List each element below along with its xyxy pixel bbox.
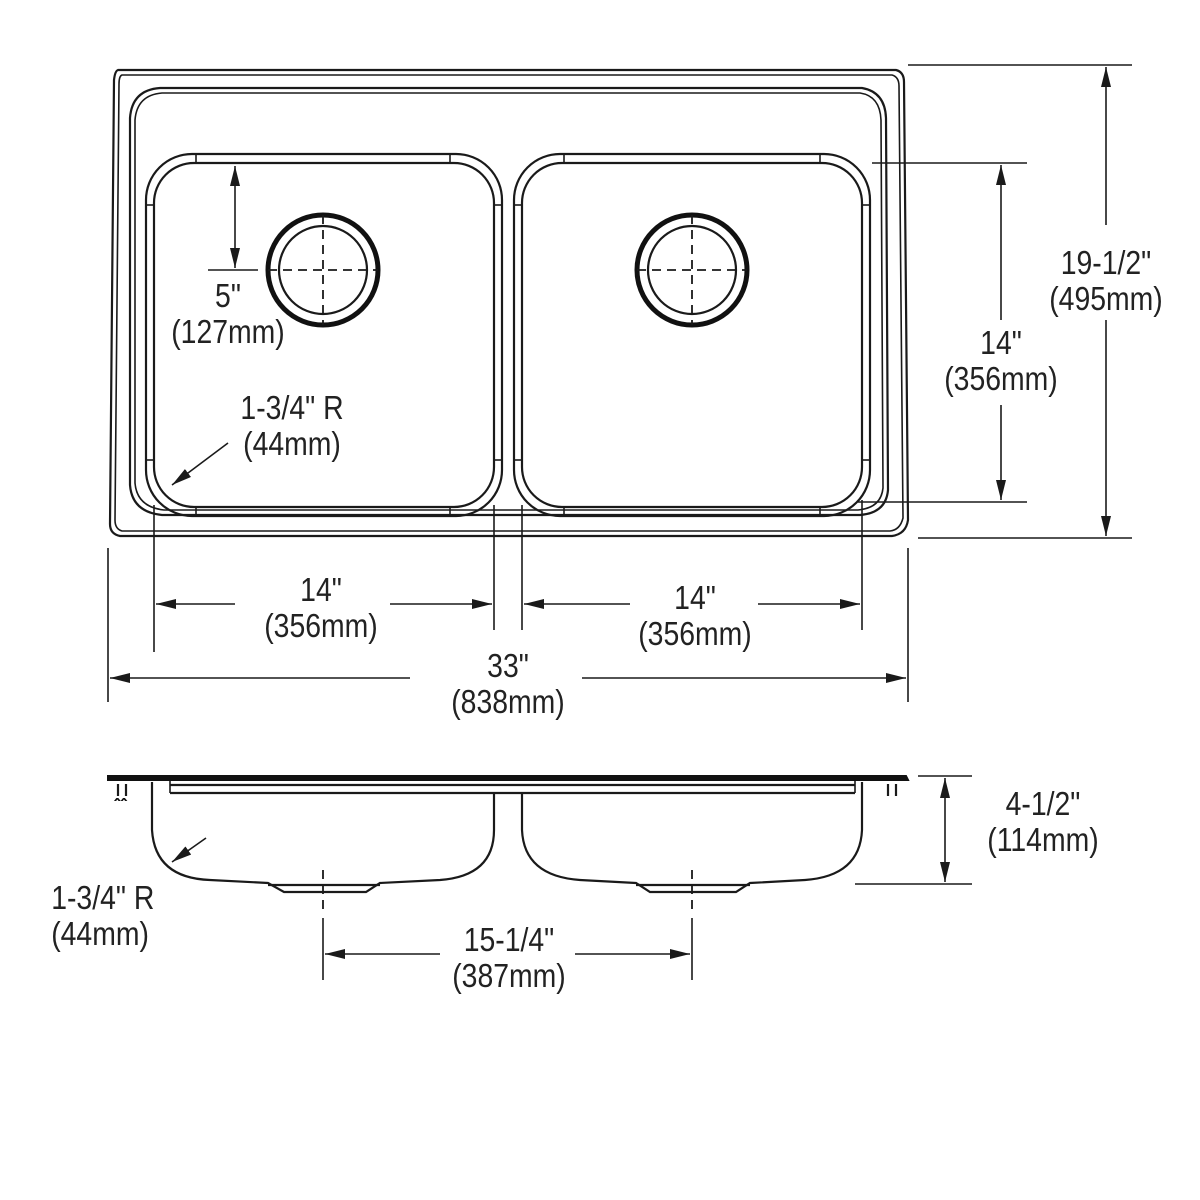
drain-spacing-label: 15-1/4" (387mm) [440,922,578,994]
side-radius-imperial: 1-3/4" R [51,879,155,916]
bottom-dimensions [107,500,909,702]
sink-outer-rim [108,68,910,538]
side-radius-metric: (44mm) [51,915,149,952]
side-depth-metric: (114mm) [987,821,1099,858]
sink-deck-edge [128,86,890,517]
right-dimensions [858,64,1132,539]
corner-radius-metric: (44mm) [243,425,341,462]
side-depth-label: 4-1/2" (114mm) [974,786,1112,858]
bowl-depth-metric: (356mm) [944,360,1058,397]
left-clip-icon: ꞈꞈ [113,780,128,802]
drain-offset-metric: (127mm) [171,313,285,350]
left-bowl [144,152,504,518]
side-radius-leader [171,837,207,863]
right-bowl-width-metric: (356mm) [638,615,752,652]
drain-offset-dimension [208,166,258,271]
side-view: ꞈꞈ [107,775,972,980]
corner-radius-imperial: 1-3/4" R [240,389,344,426]
side-depth-imperial: 4-1/2" [1005,785,1081,822]
overall-width-label: 33" (838mm) [439,648,577,720]
right-bowl-width-imperial: 14" [674,579,716,616]
drain-spacing-imperial: 15-1/4" [463,921,555,958]
overall-depth-metric: (495mm) [1049,280,1163,317]
left-bowl-width-label: 14" (356mm) [252,572,390,644]
drain-offset-label: 5" (127mm) [159,278,297,350]
right-bowl-width-label: 14" (356mm) [626,580,764,652]
side-left-bowl [150,782,496,894]
side-rim [107,775,910,781]
overall-depth-label: 19-1/2" (495mm) [1037,245,1175,317]
side-right-bowl [520,782,864,894]
right-bowl [512,152,872,518]
top-view [107,64,1132,702]
drain-offset-imperial: 5" [215,277,241,314]
left-bowl-width-metric: (356mm) [264,607,378,644]
corner-radius-leader [171,442,229,486]
overall-depth-imperial: 19-1/2" [1060,244,1152,281]
bowl-depth-label: 14" (356mm) [932,325,1070,397]
overall-width-metric: (838mm) [451,683,565,720]
drain-spacing-metric: (387mm) [452,957,566,994]
overall-width-imperial: 33" [487,647,529,684]
bowl-depth-imperial: 14" [980,324,1022,361]
corner-radius-label: 1-3/4" R (44mm) [223,390,361,462]
side-radius-label: 1-3/4" R (44mm) [51,880,189,952]
left-bowl-width-imperial: 14" [300,571,342,608]
